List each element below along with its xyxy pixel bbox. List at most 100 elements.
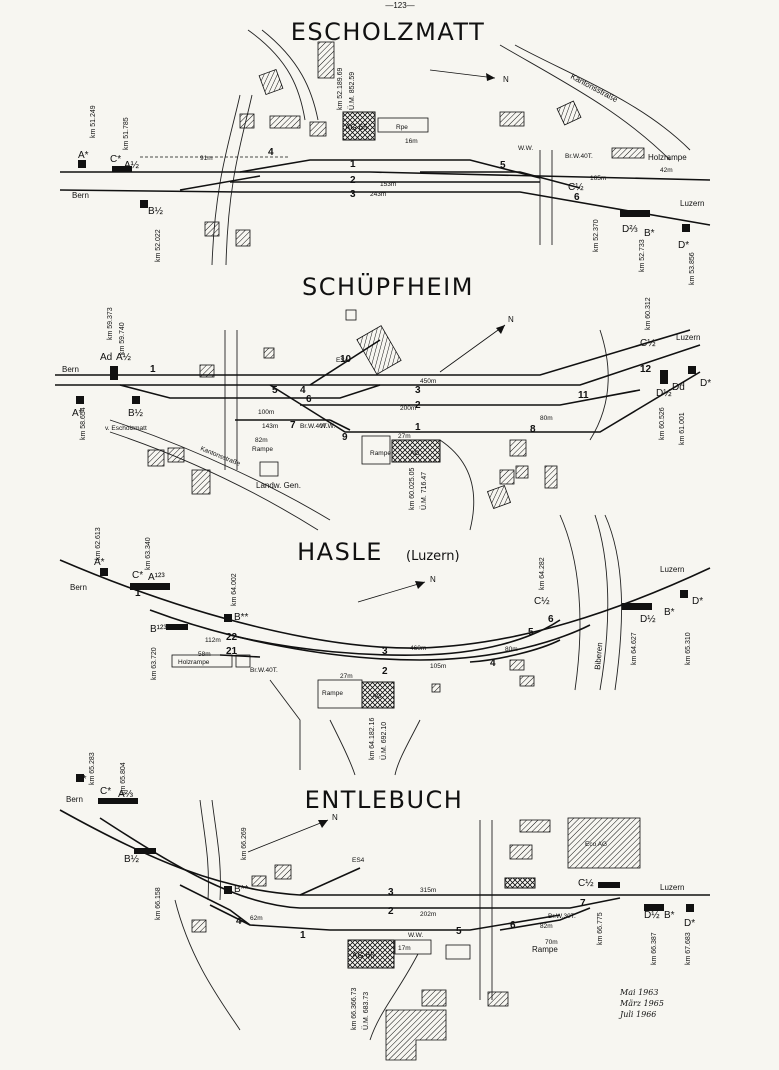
label-eco: Eco AG	[585, 841, 607, 848]
signal-bxx-mast	[224, 614, 232, 622]
label-brw: Br.W.40T.	[250, 667, 278, 674]
km-signal-c: km 66.775	[597, 912, 604, 945]
building	[509, 844, 533, 860]
building-holzrampe	[171, 654, 233, 668]
track-num-12: 12	[640, 364, 652, 375]
station-entlebuch: ENTLEBUCH N Eco AG AG 65 17m W.W. Br.W.3…	[59, 752, 710, 1061]
signal-a23: A⅔	[118, 789, 134, 800]
dist-27: 27m	[340, 673, 353, 680]
north-arrow-head	[318, 820, 328, 828]
km-signal-b: km 52.022	[155, 229, 162, 262]
station-label: AG	[372, 693, 381, 700]
signal-ax-mast	[100, 568, 108, 576]
station-building	[391, 439, 441, 463]
building	[445, 944, 471, 960]
label-bern: Bern	[66, 795, 83, 804]
km-signal-d2: km 67.683	[685, 932, 692, 965]
label-rampe: Rampe	[532, 945, 558, 954]
signal-bx: B*	[664, 607, 675, 618]
signal-cx: C*	[132, 570, 143, 581]
building	[499, 469, 515, 485]
track-num-3: 3	[382, 646, 388, 657]
track-switch	[179, 175, 261, 191]
signal-a-mast	[78, 160, 86, 168]
label-brw: Br.W.40T.	[300, 423, 328, 430]
building-rampe	[394, 939, 432, 955]
north-arrow-head	[496, 325, 505, 334]
signal-ax-mast	[76, 774, 84, 782]
track-2	[300, 389, 641, 406]
building	[519, 819, 551, 833]
building	[356, 325, 402, 375]
building	[204, 221, 220, 237]
station-building	[361, 681, 395, 709]
road	[369, 949, 421, 1041]
track-num-21: 21	[226, 646, 238, 657]
building	[509, 659, 525, 671]
building	[509, 439, 527, 457]
north-arrow	[247, 819, 329, 853]
km-building: km 52.189.69	[337, 67, 344, 110]
building	[259, 461, 279, 477]
track-num-1: 1	[300, 930, 306, 941]
dist-165: 165m	[590, 175, 606, 182]
signal-d-mast	[622, 603, 652, 610]
track-1	[59, 559, 711, 649]
signal-a: A*	[78, 150, 89, 161]
signal-ax: A*	[94, 557, 105, 568]
track-num-4: 4	[300, 385, 306, 396]
building	[519, 675, 535, 687]
road	[329, 719, 356, 776]
road	[199, 799, 209, 901]
dist-112: 112m	[205, 637, 221, 644]
label-rampe: Rampe	[252, 446, 273, 453]
track-num-2: 2	[388, 906, 394, 917]
km-signal-b: km 64.002	[231, 573, 238, 606]
building-rampe	[317, 679, 363, 709]
km-building: km 66.366.73	[351, 987, 358, 1030]
signal-ax: A*	[72, 408, 83, 419]
dist-27: 27m	[398, 433, 411, 440]
building	[486, 484, 512, 510]
km-signal-c: km 60.312	[645, 297, 652, 330]
dist-200: 200m	[400, 405, 416, 412]
dist-91: 91m	[200, 155, 213, 162]
label-ww: W.W.	[518, 145, 533, 152]
signal-dx: D*	[692, 596, 703, 607]
signal-c12: C½	[534, 596, 550, 607]
track-num-1: 1	[135, 588, 141, 599]
track-3	[229, 619, 561, 656]
track-num-3: 3	[415, 385, 421, 396]
km-building-alt: Ü.M. 683.73	[362, 992, 370, 1030]
date-line-3: Juli 1966	[618, 1010, 656, 1019]
track-num-1: 1	[150, 364, 156, 375]
signal-dx: D*	[700, 378, 711, 389]
signal-a12: A½	[124, 160, 140, 171]
signal-c12: C½	[568, 182, 584, 193]
building	[317, 41, 335, 79]
track-num-2: 2	[382, 666, 388, 677]
building	[385, 1009, 447, 1061]
label-es4: ES4	[336, 357, 349, 364]
track-num-8: 8	[530, 424, 536, 435]
km-building-alt: Ü.M. 852.59	[348, 72, 356, 110]
station-building	[342, 111, 376, 141]
track-num-2: 2	[415, 400, 421, 411]
km-signal-d2: km 53.856	[689, 252, 696, 285]
km-signal-b2: km 66.158	[155, 887, 162, 920]
label-luzern: Luzern	[680, 199, 704, 208]
label-brw: Br.W.30T.	[548, 913, 576, 920]
signal-bxx-mast	[224, 886, 232, 894]
track-1	[60, 171, 711, 181]
dist-42: 42m	[660, 167, 673, 174]
signal-bx: B*	[644, 228, 655, 239]
label-ww: W.W.	[408, 932, 423, 939]
station-label: AG 65	[345, 123, 368, 132]
dist-143: 143m	[262, 423, 278, 430]
label-luzern: Luzern	[660, 883, 684, 892]
label-biberen: Biberen	[593, 642, 604, 670]
building	[544, 465, 558, 489]
building	[487, 991, 509, 1007]
dist-100: 100m	[258, 409, 274, 416]
building	[191, 469, 211, 495]
